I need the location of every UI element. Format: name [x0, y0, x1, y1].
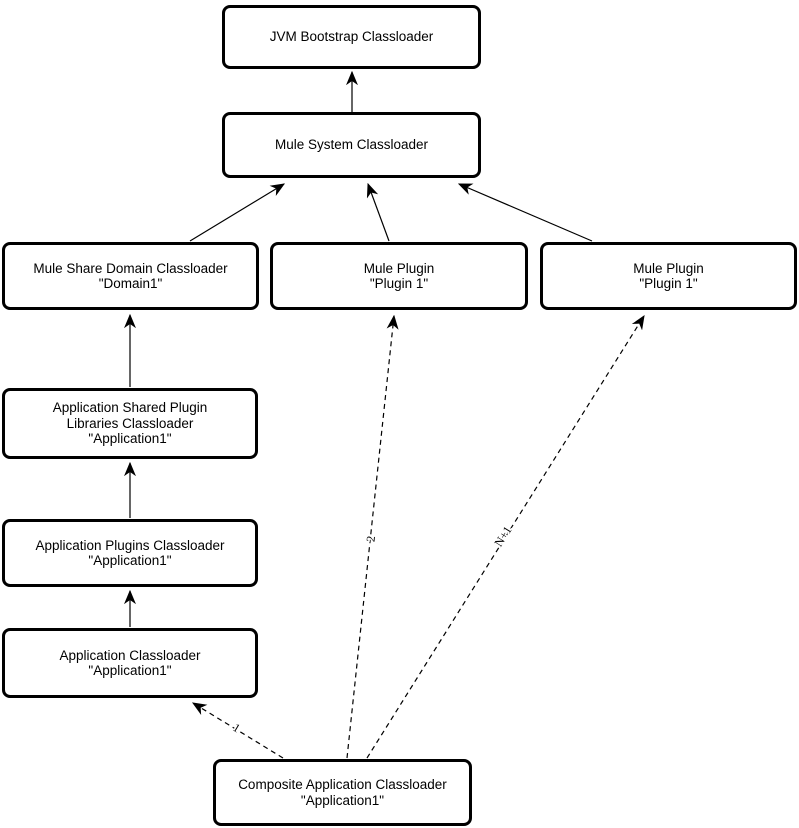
arrow-composite-to-plugin-right [366, 314, 645, 759]
node-sublabel: "Application1" [88, 431, 172, 447]
node-mule-plugin-mid: Mule Plugin "Plugin 1" [270, 242, 528, 310]
node-app-classloader: Application Classloader "Application1" [2, 628, 258, 698]
node-mule-share-domain-classloader: Mule Share Domain Classloader "Domain1" [2, 242, 259, 310]
node-app-shared-plugin-libraries-classloader: Application Shared Plugin Libraries Clas… [2, 388, 258, 459]
node-app-plugins-classloader: Application Plugins Classloader "Applica… [2, 519, 258, 587]
arrow-plugin-right-to-mule-system [457, 183, 593, 242]
node-sublabel: "Application1" [300, 792, 385, 808]
node-label: Libraries Classloader [66, 415, 194, 431]
node-label: Mule Plugin [363, 260, 435, 276]
node-mule-plugin-right: Mule Plugin "Plugin 1" [540, 242, 797, 310]
node-label: Application Classloader [59, 647, 201, 663]
node-label: Mule Plugin [633, 260, 704, 276]
node-sublabel: "Application1" [88, 553, 172, 568]
edge-label-2: 2 [363, 535, 378, 542]
arrow-plugin-mid-to-mule-system [366, 182, 390, 242]
node-composite-application-classloader: Composite Application Classloader "Appli… [213, 759, 472, 826]
node-label: Application Shared Plugin [52, 400, 208, 416]
node-label: Composite Application Classloader [238, 777, 447, 792]
node-label: Mule System Classloader [274, 137, 429, 153]
arrow-composite-to-plugin-mid [346, 314, 399, 759]
node-sublabel: "Plugin 1" [639, 276, 698, 291]
node-mule-system-classloader: Mule System Classloader [222, 112, 481, 178]
node-sublabel: "Domain1" [98, 276, 163, 291]
node-sublabel: "Application1" [88, 663, 172, 678]
node-label: JVM Bootstrap Classloader [269, 29, 434, 45]
node-sublabel: "Plugin 1" [369, 276, 429, 291]
arrow-share-domain-to-mule-system [189, 183, 286, 242]
node-jvm-bootstrap-classloader: JVM Bootstrap Classloader [222, 5, 481, 69]
edge-label-1: 1 [230, 720, 242, 735]
node-label: Mule Share Domain Classloader [33, 260, 228, 276]
node-label: Application Plugins Classloader [35, 537, 225, 553]
